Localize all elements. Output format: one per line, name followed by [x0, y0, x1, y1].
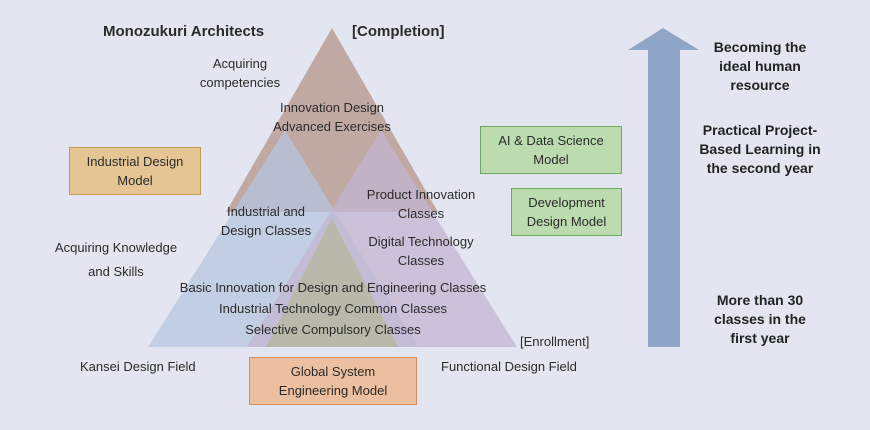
ideal-human-resource-text: Becoming the ideal human resource [713, 39, 807, 93]
development-design-model-box: Development Design Model [511, 188, 622, 236]
global-system-model-box: Global System Engineering Model [249, 357, 417, 405]
innovation-design-label: Innovation Design Advanced Exercises [273, 100, 391, 134]
project-based-learning-text: Practical Project- Based Learning in the… [699, 122, 821, 176]
first-year-classes-text: More than 30 classes in the first year [714, 292, 806, 346]
global-system-model-line1: Global System [290, 364, 376, 379]
selective-compulsory-label: Selective Compulsory Classes [245, 322, 421, 337]
industrial-design-classes-label: Industrial and Design Classes [220, 204, 312, 238]
development-design-model-line2: Design Model [526, 214, 607, 229]
enrollment-label: [Enrollment] [520, 334, 590, 349]
functional-field-label: Functional Design Field [441, 359, 577, 374]
industrial-design-model-line1: Industrial Design [86, 154, 184, 169]
growth-arrow [628, 28, 699, 347]
digital-technology-label: Digital Technology Classes [368, 234, 474, 268]
industrial-design-model-line2: Model [117, 173, 153, 188]
ai-data-science-model-line1: AI & Data Science [498, 133, 604, 148]
industrial-design-model-box: Industrial Design Model [69, 147, 201, 195]
industrial-technology-label: Industrial Technology Common Classes [218, 301, 448, 316]
completion-label: [Completion] [352, 23, 445, 40]
ai-data-science-model-line2: Model [533, 152, 569, 167]
basic-innovation-label: Basic Innovation for Design and Engineer… [179, 280, 487, 295]
kansei-field-label: Kansei Design Field [80, 359, 196, 374]
development-design-model-line1: Development [528, 195, 605, 210]
acquiring-knowledge-label: Acquiring Knowledge and Skills [54, 240, 178, 279]
product-innovation-label: Product Innovation Classes [366, 187, 476, 221]
monozukuri-architects-label: Monozukuri Architects [103, 23, 265, 40]
ai-data-science-model-box: AI & Data Science Model [480, 126, 622, 174]
global-system-model-line2: Engineering Model [278, 383, 388, 398]
acquiring-competencies-label: Acquiring competencies [199, 56, 281, 90]
foundation-triangle [266, 218, 398, 347]
